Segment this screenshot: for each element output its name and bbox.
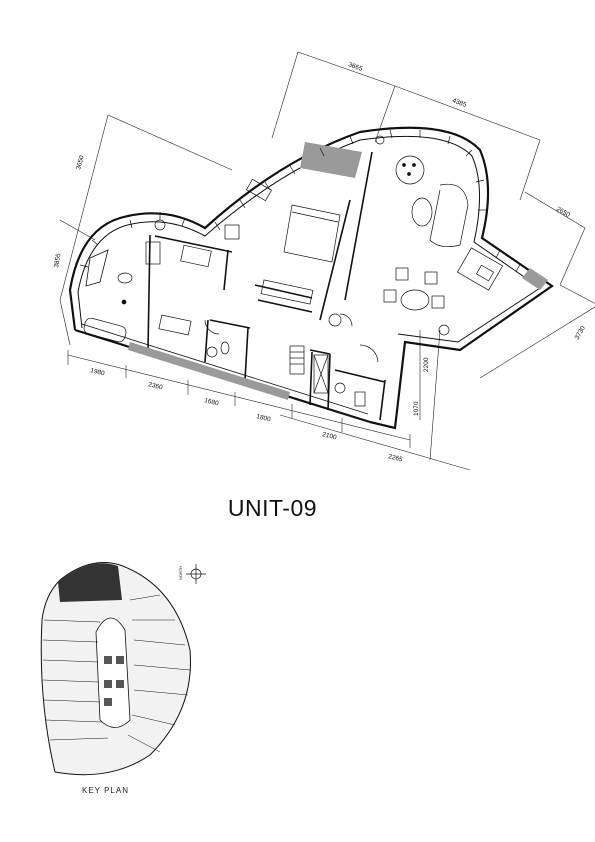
- dining-chair: [395, 267, 409, 281]
- dining-chair: [424, 271, 438, 285]
- dim-top-4385: 4385: [451, 97, 467, 109]
- dim-bottom-2360: 2360: [148, 381, 164, 391]
- dining-chair: [431, 295, 445, 309]
- lounge-sofa: [456, 247, 504, 291]
- vanity: [180, 244, 212, 268]
- bed: [283, 204, 341, 263]
- dim-side-2200: 2200: [423, 357, 430, 372]
- door-swing: [204, 319, 220, 335]
- bathtub: [83, 317, 127, 343]
- dimension-labels: 3665 4385 2650 3730 3650 3855 1980 2360 …: [53, 61, 587, 463]
- stair: [289, 345, 305, 375]
- dim-right-2650: 2650: [555, 206, 571, 219]
- interior-walls: [147, 151, 386, 421]
- dim-left-3650: 3650: [75, 154, 86, 170]
- desk: [245, 178, 273, 202]
- dim-bottom-1980: 1980: [90, 367, 106, 377]
- basin: [206, 346, 218, 358]
- plant: [438, 324, 450, 336]
- dimension-lines: [59, 51, 595, 471]
- armchair: [224, 224, 240, 240]
- dining-table: [400, 289, 430, 311]
- plant: [154, 219, 166, 231]
- bench: [158, 314, 192, 336]
- plant: [375, 135, 385, 145]
- dim-right-3730: 3730: [574, 325, 587, 341]
- dining-chair: [383, 289, 397, 303]
- coffee-table: [411, 197, 433, 227]
- window-mullions: [79, 129, 521, 273]
- key-plan: [40, 562, 191, 776]
- dim-bottom-2100: 2100: [322, 431, 338, 441]
- plant: [328, 313, 342, 327]
- dim-left-3855: 3855: [53, 253, 62, 269]
- key-plan-label: KEY PLAN: [82, 786, 129, 795]
- duct-shaft: [313, 354, 329, 394]
- round-rug: [395, 155, 425, 185]
- wc: [145, 241, 161, 265]
- north-arrow: NORTH: [178, 564, 206, 584]
- dim-side-1070: 1070: [413, 401, 420, 416]
- counter: [260, 279, 314, 305]
- dim-bottom-1680: 1680: [204, 397, 220, 407]
- dim-top-3665: 3665: [347, 61, 363, 73]
- door-swing: [359, 344, 379, 363]
- washbasin: [117, 272, 133, 284]
- side-table: [475, 264, 495, 282]
- key-plan-unit-highlight: [58, 563, 122, 602]
- north-label: NORTH: [178, 566, 183, 580]
- toilet: [220, 341, 230, 355]
- basin-2: [334, 382, 346, 394]
- dim-bottom-1800: 1800: [256, 413, 272, 423]
- furniture: [83, 135, 504, 407]
- toilet-2: [354, 391, 366, 407]
- dim-bottom-2265: 2265: [388, 453, 404, 463]
- shaded-areas: [85, 142, 548, 400]
- sofa: [429, 183, 469, 247]
- door-swing: [339, 313, 353, 327]
- unit-title: UNIT-09: [227, 495, 318, 521]
